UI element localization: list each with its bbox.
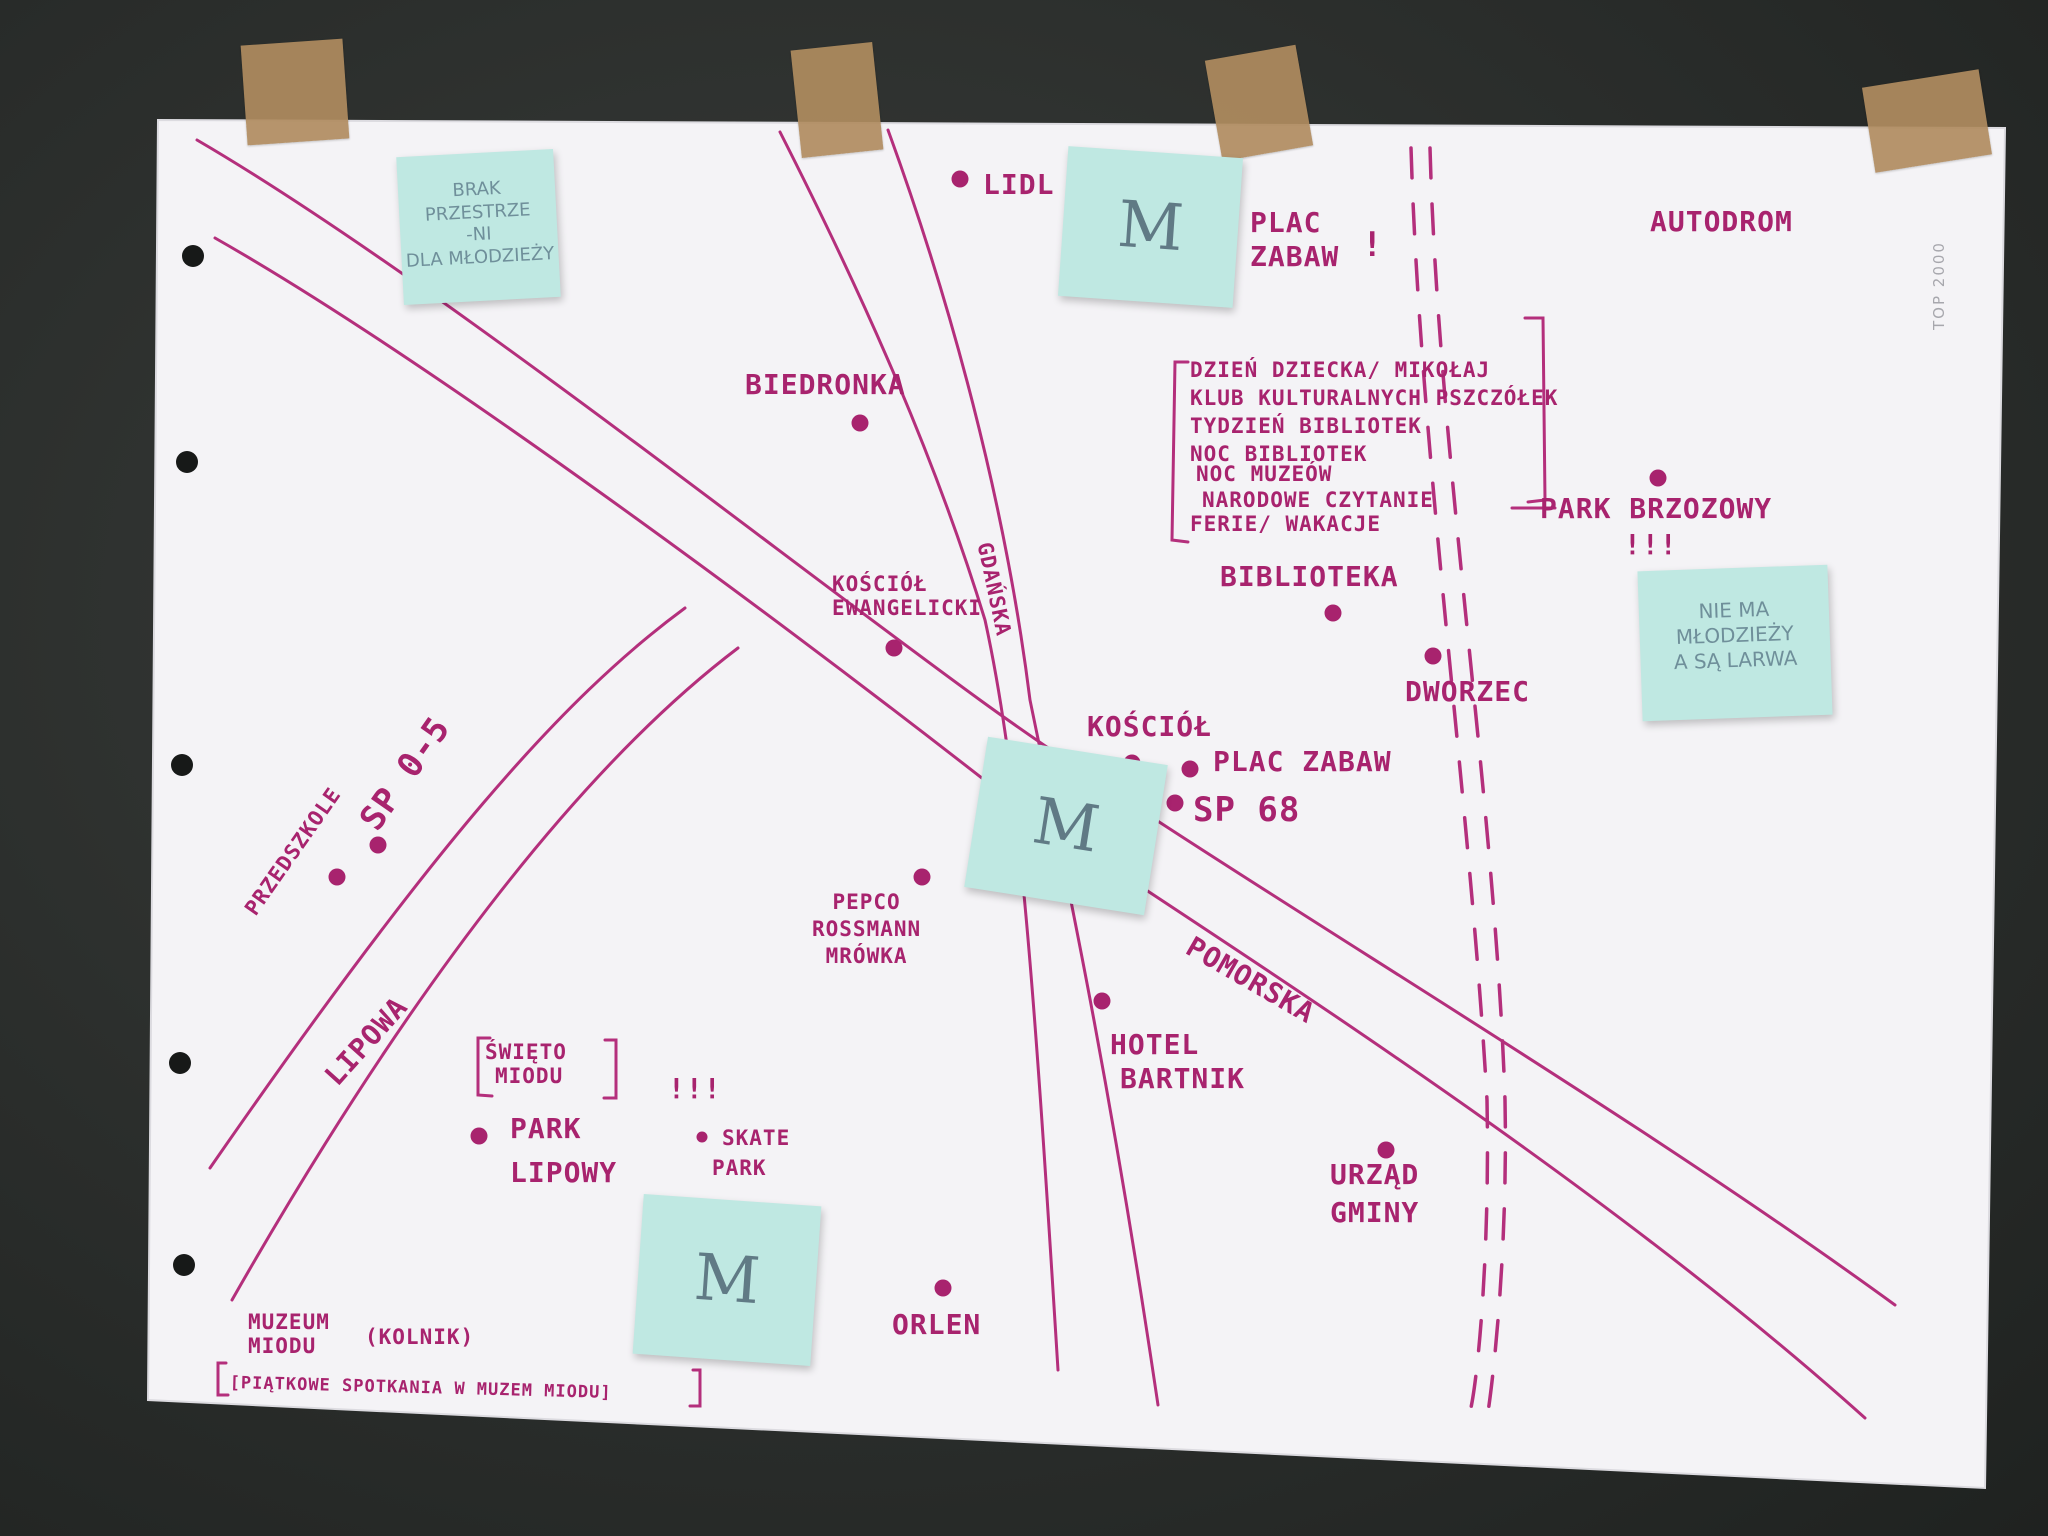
event-item: NARODOWE CZYTANIE xyxy=(1202,488,1434,512)
kosciol-ewangelicki-line-2: EWANGELICKI xyxy=(832,596,983,620)
sticky-note-m-top-text: M xyxy=(1115,187,1186,267)
park-lipowy-label: PARK LIPOWY xyxy=(510,1112,617,1190)
sticky-note-m-bottom-text: M xyxy=(691,1240,763,1320)
gdanska-line-left xyxy=(778,130,1060,1372)
plac-zabaw-top-exclamation: ! xyxy=(1362,225,1384,265)
skate-park-line-1: SKATE xyxy=(722,1126,791,1150)
sticky-note-m-top: M xyxy=(1057,146,1244,308)
events-bracket-right xyxy=(1523,316,1547,504)
event-item: NOC BIBLIOTEK xyxy=(1190,442,1368,466)
swieto-bracket-right xyxy=(602,1038,618,1100)
biblioteka-dot xyxy=(1324,604,1342,622)
punch-hole-3 xyxy=(171,754,193,776)
urzad-gminy-line-1: URZĄD xyxy=(1330,1158,1420,1191)
swieto-miodu-line-1: ŚWIĘTO xyxy=(485,1040,567,1064)
tape-piece-4 xyxy=(1861,69,1993,173)
plac-zabaw-top-line-1: PLAC xyxy=(1250,206,1322,239)
skate-park-exclamation: !!! xyxy=(668,1072,722,1105)
swieto-bracket-left xyxy=(476,1036,494,1098)
hotel-line-2: BARTNIK xyxy=(1120,1062,1246,1095)
bracket-marks xyxy=(216,316,1557,1408)
autodrom-label: AUTODROM xyxy=(1650,205,1793,238)
lipowa-line-upper xyxy=(208,606,687,1170)
orlen-label: ORLEN xyxy=(892,1308,982,1341)
sp68-dot xyxy=(1166,794,1184,812)
sticky-note-brak-text: BRAK PRZESTRZE -NI DLA MŁODZIEŻY xyxy=(405,177,555,272)
pepco-line-3: MRÓWKA xyxy=(825,944,908,968)
pomorska-line-upper xyxy=(195,138,1897,1307)
punch-hole-5 xyxy=(173,1254,195,1276)
punch-hole-2 xyxy=(176,451,198,473)
biblioteka-label: BIBLIOTEKA xyxy=(1220,560,1399,593)
tape-piece-3 xyxy=(1204,44,1314,162)
sp68-label: SP 68 xyxy=(1193,790,1301,830)
event-item: DZIEŃ DZIECKA/ MIKOŁAJ xyxy=(1190,358,1491,382)
punch-hole-4 xyxy=(169,1052,191,1074)
lidl-label: LIDL xyxy=(983,168,1055,201)
event-item: NOC MUZEÓW xyxy=(1196,462,1333,486)
park-lipowy-line-2: LIPOWY xyxy=(510,1156,618,1189)
kosciol-ewangelicki-line-1: KOŚCIÓŁ xyxy=(832,572,928,596)
note-bracket-right xyxy=(688,1368,702,1408)
sticky-note-nie-ma: NIE MA MŁODZIEŻY A SĄ LARWA xyxy=(1637,564,1833,722)
skate-park-line-2: PARK xyxy=(712,1156,767,1180)
biedronka-label: BIEDRONKA xyxy=(745,368,906,401)
sticky-note-nie-ma-text: NIE MA MŁODZIEŻY A SĄ LARWA xyxy=(1673,596,1798,675)
tape-piece-1 xyxy=(240,38,350,146)
kosciol-label: KOŚCIÓŁ xyxy=(1087,710,1213,743)
muzeum-line-1: MUZEUM xyxy=(248,1310,330,1334)
pepco-label: PEPCO ROSSMANN MRÓWKA xyxy=(812,890,921,968)
plac-zabaw-top-line-2: ZABAW xyxy=(1250,240,1340,273)
swieto-miodu-line-2: MIODU xyxy=(495,1064,564,1088)
pepco-dot xyxy=(913,868,931,886)
note-bracket-left xyxy=(216,1361,230,1397)
skate-park-label: SKATE PARK xyxy=(712,1126,791,1180)
park-brzozowy-dot xyxy=(1649,469,1667,487)
hotel-line-1: HOTEL xyxy=(1110,1028,1200,1061)
plac-zabaw-center-label: PLAC ZABAW xyxy=(1213,745,1392,778)
plac-zabaw-top-label: PLAC ZABAW xyxy=(1250,206,1339,274)
sticky-note-brak: BRAK PRZESTRZE -NI DLA MŁODZIEŻY xyxy=(396,148,561,306)
plac-zabaw-center-dot xyxy=(1181,760,1199,778)
przedszkole-dot xyxy=(328,868,346,886)
park-lipowy-line-1: PARK xyxy=(510,1112,582,1145)
pepco-line-2: ROSSMANN xyxy=(812,917,922,941)
dworzec-dot xyxy=(1424,647,1442,665)
swieto-miodu-label: ŚWIĘTO MIODU xyxy=(485,1040,567,1088)
dworzec-label: DWORZEC xyxy=(1405,675,1531,708)
event-item: KLUB KULTURALNYCH PSZCZÓŁEK xyxy=(1190,386,1559,410)
sticky-note-m-center: M xyxy=(964,736,1168,916)
sp05-dot xyxy=(369,836,387,854)
skate-park-dot xyxy=(696,1131,708,1143)
lidl-dot xyxy=(951,170,969,188)
hotel-label: HOTEL BARTNIK xyxy=(1110,1028,1245,1096)
park-brzozowy-label: PARK BRZOZOWY xyxy=(1540,492,1773,525)
lipowa-line-lower xyxy=(230,646,740,1302)
railway-line xyxy=(1409,146,1508,1414)
gdanska-line-right xyxy=(886,128,1160,1407)
muzeum-label: MUZEUM MIODU xyxy=(248,1310,330,1358)
event-item: FERIE/ WAKACJE xyxy=(1190,512,1382,536)
muzeum-line-2: MIODU xyxy=(248,1334,317,1358)
urzad-gminy-dot xyxy=(1377,1141,1395,1159)
kosciol-ewangelicki-dot xyxy=(885,639,903,657)
orlen-dot xyxy=(934,1279,952,1297)
sticky-note-m-center-text: M xyxy=(1027,784,1105,868)
urzad-gminy-line-2: GMINY xyxy=(1330,1196,1420,1229)
event-item: TYDZIEŃ BIBLIOTEK xyxy=(1190,414,1422,438)
pepco-line-1: PEPCO xyxy=(832,890,901,914)
sticky-note-m-bottom: M xyxy=(632,1193,822,1367)
park-brzozowy-exclamation: !!! xyxy=(1624,528,1678,561)
events-bracket-left xyxy=(1170,360,1190,544)
brand-mark: TOP 2000 xyxy=(1930,241,1948,330)
biedronka-dot xyxy=(851,414,869,432)
hotel-dot xyxy=(1093,992,1111,1010)
park-lipowy-dot xyxy=(470,1127,488,1145)
events-list: DZIEŃ DZIECKA/ MIKOŁAJ KLUB KULTURALNYCH… xyxy=(1190,358,1559,536)
kolnik-label: (KOLNIK) xyxy=(365,1325,475,1349)
kosciol-ewangelicki-label: KOŚCIÓŁ EWANGELICKI xyxy=(832,572,982,620)
tape-piece-2 xyxy=(790,42,884,158)
urzad-gminy-label: URZĄD GMINY xyxy=(1330,1158,1419,1230)
punch-hole-1 xyxy=(182,245,204,267)
